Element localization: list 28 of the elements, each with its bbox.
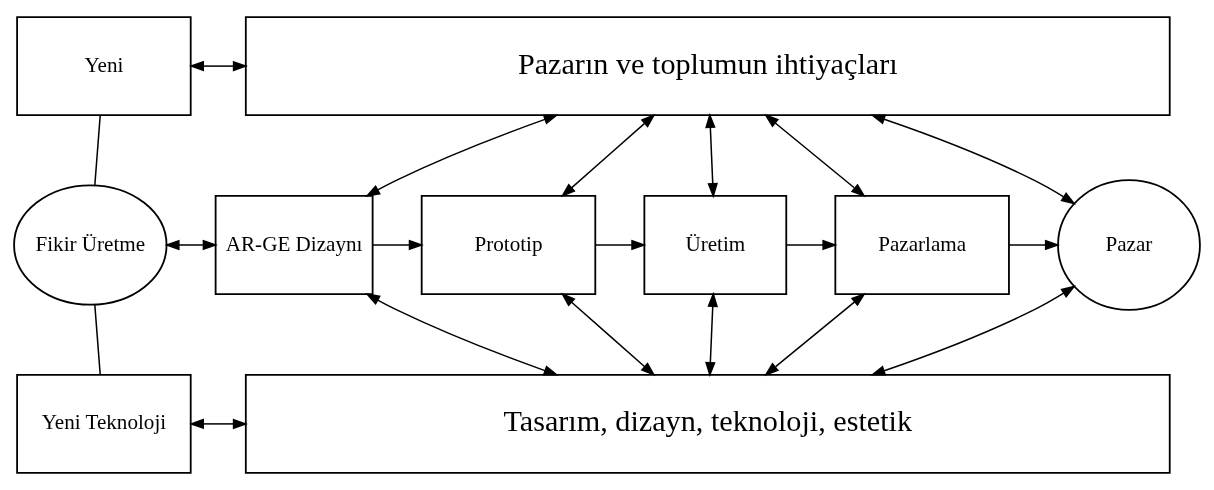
node-box: AR-GE Dizaynı: [214, 195, 374, 295]
arrow: [560, 113, 656, 198]
arrow: [785, 239, 838, 251]
connector: [94, 303, 101, 376]
node-box: Üretim: [643, 195, 788, 295]
node-box: Yeni: [16, 16, 192, 117]
arrow: [870, 285, 1076, 376]
node-box: Tasarım, dizayn, teknoloji, estetik: [244, 373, 1171, 474]
arrow: [188, 418, 248, 430]
arrow: [764, 292, 866, 377]
arrow: [870, 114, 1076, 205]
arrow: [705, 112, 718, 199]
node-box: Pazarın ve toplumun ihtiyaçları: [244, 16, 1171, 117]
connector: [94, 114, 101, 186]
arrow: [365, 292, 559, 376]
arrow: [365, 114, 559, 198]
node-box: Pazarlama: [834, 195, 1010, 295]
node-ellipse: Fikir Üretme: [13, 184, 168, 306]
arrow: [1008, 239, 1060, 251]
node-box: Yeni Teknoloji: [16, 373, 192, 474]
arrow: [705, 291, 718, 378]
arrow: [164, 239, 218, 251]
arrow: [560, 292, 656, 377]
arrow: [372, 239, 424, 251]
arrow: [594, 239, 647, 251]
arrow: [188, 60, 248, 72]
node-box: Prototip: [420, 195, 597, 295]
arrow: [764, 113, 866, 198]
